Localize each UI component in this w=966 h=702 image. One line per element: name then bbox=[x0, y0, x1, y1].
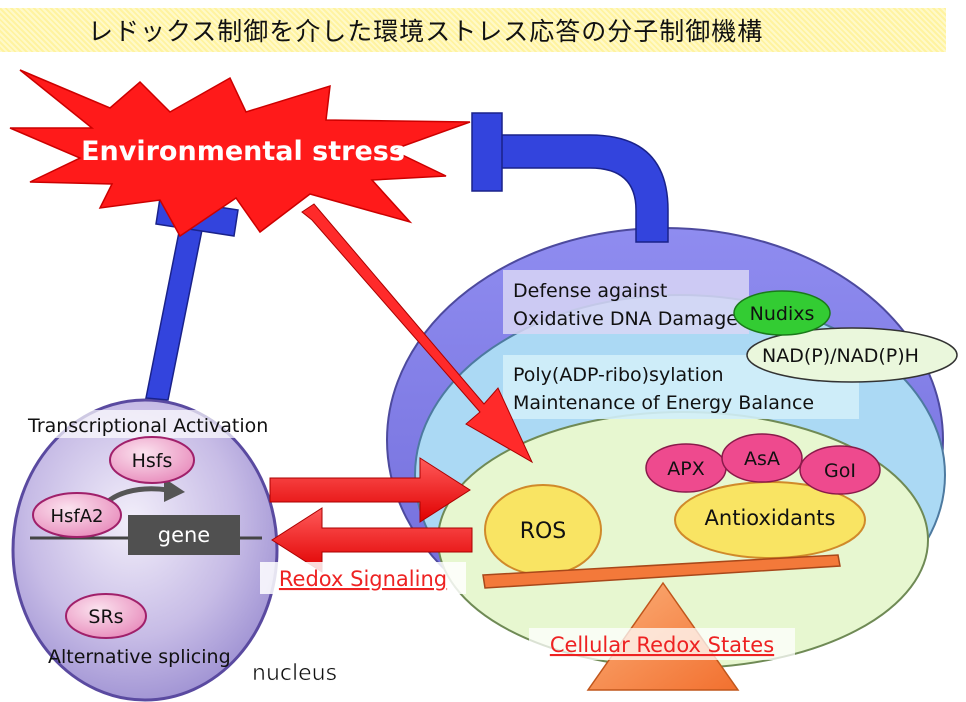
poly-label-line1: Poly(ADP-ribo)sylation bbox=[513, 364, 724, 386]
gol-label: GoI bbox=[824, 460, 856, 482]
nadp-label: NAD(P)/NAD(P)H bbox=[762, 345, 919, 367]
hsfs-ellipse bbox=[109, 436, 195, 484]
alternative-splicing-label: Alternative splicing bbox=[48, 646, 231, 668]
redox-signaling-label: Redox Signaling bbox=[279, 567, 447, 591]
defense-label-line2: Oxidative DNA Damage bbox=[513, 308, 738, 330]
hsfs-label: Hsfs bbox=[132, 450, 173, 472]
page-title: レドックス制御を介した環境ストレス応答の分子制御機構 bbox=[88, 17, 764, 46]
inhibit-stem-left bbox=[145, 211, 206, 401]
signal-arrow-left bbox=[271, 507, 473, 573]
nudixs-label: Nudixs bbox=[750, 303, 815, 325]
defense-label-line1: Defense against bbox=[513, 280, 667, 302]
nudixs-ellipse bbox=[733, 290, 831, 336]
hsfa2-ellipse bbox=[32, 492, 122, 538]
asa-ellipse bbox=[721, 433, 803, 483]
antioxidants-label: Antioxidants bbox=[705, 506, 836, 530]
cellular-redox-label: Cellular Redox States bbox=[550, 633, 774, 657]
gol-ellipse bbox=[799, 445, 881, 495]
transcriptional-activation-label: Transcriptional Activation bbox=[27, 415, 268, 437]
stress-burst bbox=[9, 69, 471, 238]
nucleus-label: nucleus bbox=[252, 661, 337, 686]
srs-ellipse bbox=[65, 593, 147, 639]
apx-label: APX bbox=[667, 458, 704, 480]
asa-label: AsA bbox=[744, 448, 780, 470]
title-banner bbox=[0, 8, 946, 52]
cellular-redox-box bbox=[529, 628, 795, 660]
inhibit-bar-right bbox=[471, 112, 503, 192]
srs-label: SRs bbox=[88, 606, 123, 628]
defense-label-box bbox=[503, 270, 749, 334]
transcriptional-activation-bg bbox=[22, 410, 294, 438]
stress-label: Environmental stress bbox=[81, 136, 405, 167]
stress-to-ros-arrow bbox=[301, 203, 534, 464]
hsfa2-label: HsfA2 bbox=[50, 506, 103, 527]
nadp-ellipse bbox=[746, 327, 958, 383]
signal-arrow-right bbox=[269, 457, 471, 523]
poly-label-line2: Maintenance of Energy Balance bbox=[513, 392, 814, 414]
balance-beam bbox=[482, 554, 841, 589]
redox-signaling-box bbox=[260, 562, 466, 594]
gene-label: gene bbox=[158, 523, 210, 547]
gene-box bbox=[128, 515, 240, 555]
ros-label: ROS bbox=[520, 519, 567, 544]
activation-arrowhead bbox=[164, 478, 185, 502]
inhibit-stem-right bbox=[499, 134, 669, 243]
